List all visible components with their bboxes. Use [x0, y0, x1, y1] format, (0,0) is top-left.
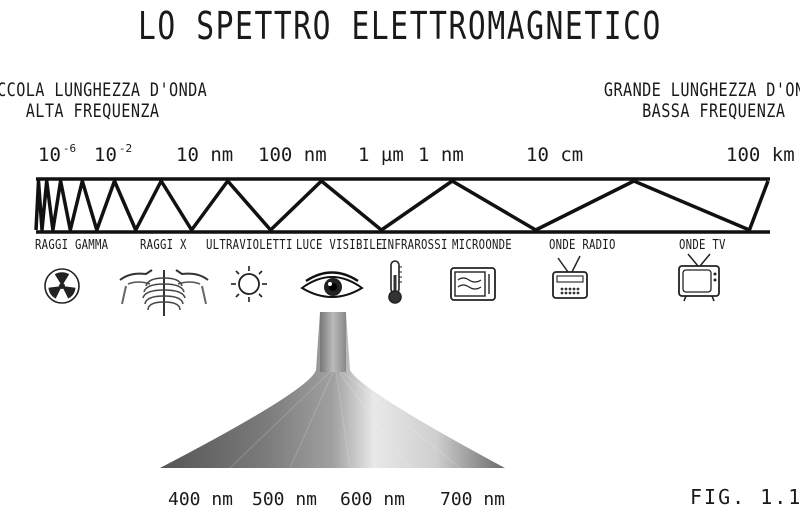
wavelength-400nm: 400 nm [168, 489, 234, 510]
spectrum-wave [34, 179, 770, 232]
band-ultraviolet-label: ULTRAVIOLETTI [206, 238, 293, 253]
scale-label-10cm: 10 cm [526, 144, 584, 166]
wavelength-500nm: 500 nm [252, 489, 318, 510]
short-wavelength-label: PICCOLA LUNGHEZZA D'ONDA [0, 79, 208, 101]
high-frequency-label: ALTA FREQUENZA [25, 100, 160, 122]
band-gamma-label: RAGGI GAMMA [35, 238, 109, 253]
wavelength-600nm: 600 nm [340, 489, 406, 510]
band-visible-label: LUCE VISIBILE [296, 238, 383, 253]
scale-label-1nm: 1 nm [418, 144, 464, 166]
low-frequency-label: BASSA FREQUENZA [642, 100, 786, 122]
ribcage-icon [119, 269, 209, 316]
scale-label-1e-2: 10-2 [94, 142, 133, 166]
band-xray-label: RAGGI X [140, 238, 187, 253]
tv-icon [678, 253, 720, 302]
sun-icon [231, 266, 267, 302]
band-microwave-label: MICROONDE [452, 238, 512, 253]
scale-label-10nm: 10 nm [176, 144, 234, 166]
eye-icon [300, 271, 364, 298]
diagram-title: LO SPETTRO ELETTROMAGNETICO [138, 4, 662, 48]
band-radio-label: ONDE RADIO [549, 238, 616, 253]
scale-label-1um: 1 µm [358, 144, 404, 166]
thermometer-icon [388, 260, 402, 304]
radiation-icon [44, 268, 80, 304]
wavelength-700nm: 700 nm [440, 489, 506, 510]
radio-icon [552, 255, 588, 299]
microwave-icon [450, 267, 496, 301]
short-wavelength-header: PICCOLA LUNGHEZZA D'ONDA ALTA FREQUENZA [0, 80, 207, 122]
long-wavelength-label: GRANDE LUNGHEZZA D'ONDA [604, 79, 800, 101]
figure-label: FIG. 1.1 [690, 485, 800, 509]
scale-label-100km: 100 km [726, 144, 795, 166]
long-wavelength-header: GRANDE LUNGHEZZA D'ONDA BASSA FREQUENZA [604, 80, 800, 122]
band-tv-label: ONDE TV [679, 238, 726, 253]
band-infrared-label: INFRAROSSI [381, 238, 448, 253]
scale-label-100nm: 100 nm [258, 144, 327, 166]
scale-label-1e-6: 10-6 [38, 142, 77, 166]
